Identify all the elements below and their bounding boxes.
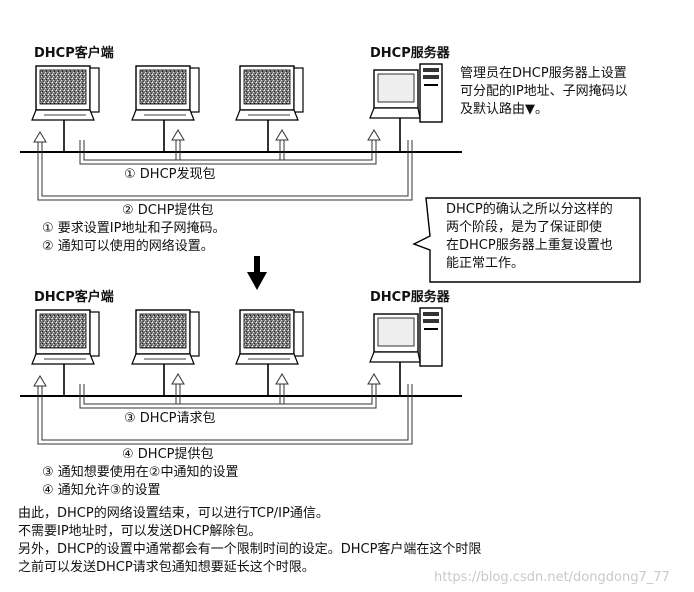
ack-label: ④ DHCP提供包: [122, 447, 214, 462]
offer-path: [37, 140, 413, 201]
bottom-scene: [20, 307, 462, 445]
bottom-client-2: [131, 309, 200, 365]
down-arrow: [247, 256, 267, 290]
offer-label: ② DCHP提供包: [122, 203, 214, 218]
request-label: ③ DHCP请求包: [122, 411, 218, 427]
admin-note-line-3: 及默认路由▼。: [460, 102, 548, 117]
bottom-server: [369, 307, 443, 367]
ack-note-2: ④ 通知允许③的设置: [42, 483, 161, 498]
ack-path: [37, 384, 413, 445]
callout-line-3: 在DHCP服务器上重复设置也: [446, 238, 613, 253]
top-client-2: [131, 65, 200, 121]
offer-note-2: ② 通知可以使用的网络设置。: [42, 239, 214, 254]
callout-line-1: DHCP的确认之所以分这样的: [446, 202, 613, 217]
request-path: [79, 384, 377, 409]
discover-path: [79, 140, 377, 165]
top-client-1: [31, 65, 100, 121]
summary-line-1: 由此，DHCP的网络设置结束，可以进行TCP/IP通信。: [18, 506, 329, 521]
summary-line-2: 不需要IP地址时，可以发送DHCP解除包。: [18, 524, 262, 539]
bottom-server-label: DHCP服务器: [370, 290, 450, 305]
summary-line-3: 另外，DHCP的设置中通常都会有一个限制时间的设定。DHCP客户端在这个时限: [18, 542, 482, 557]
summary-line-4: 之前可以发送DHCP请求包通知想要延长这个时限。: [18, 560, 315, 575]
discover-label: ① DHCP发现包: [122, 167, 218, 183]
top-client-label: DHCP客户端: [34, 46, 114, 61]
watermark: https://blog.csdn.net/dongdong7_77: [434, 570, 670, 585]
admin-note-line-2: 可分配的IP地址、子网掩码以: [460, 84, 628, 99]
bottom-client-3: [235, 309, 304, 365]
offer-note-1: ① 要求设置IP地址和子网掩码。: [42, 221, 226, 236]
top-server: [369, 63, 443, 123]
ack-note-1: ③ 通知想要使用在②中通知的设置: [42, 465, 239, 480]
admin-note-line-1: 管理员在DHCP服务器上设置: [460, 66, 627, 81]
top-scene: [20, 63, 462, 201]
callout-line-2: 两个阶段，是为了保证即使: [446, 220, 603, 235]
bottom-client-label: DHCP客户端: [34, 290, 114, 305]
callout-box: [412, 197, 641, 283]
top-client-3: [235, 65, 304, 121]
callout-line-4: 能正常工作。: [446, 256, 525, 271]
bottom-client-1: [31, 309, 100, 365]
top-server-label: DHCP服务器: [370, 46, 450, 61]
